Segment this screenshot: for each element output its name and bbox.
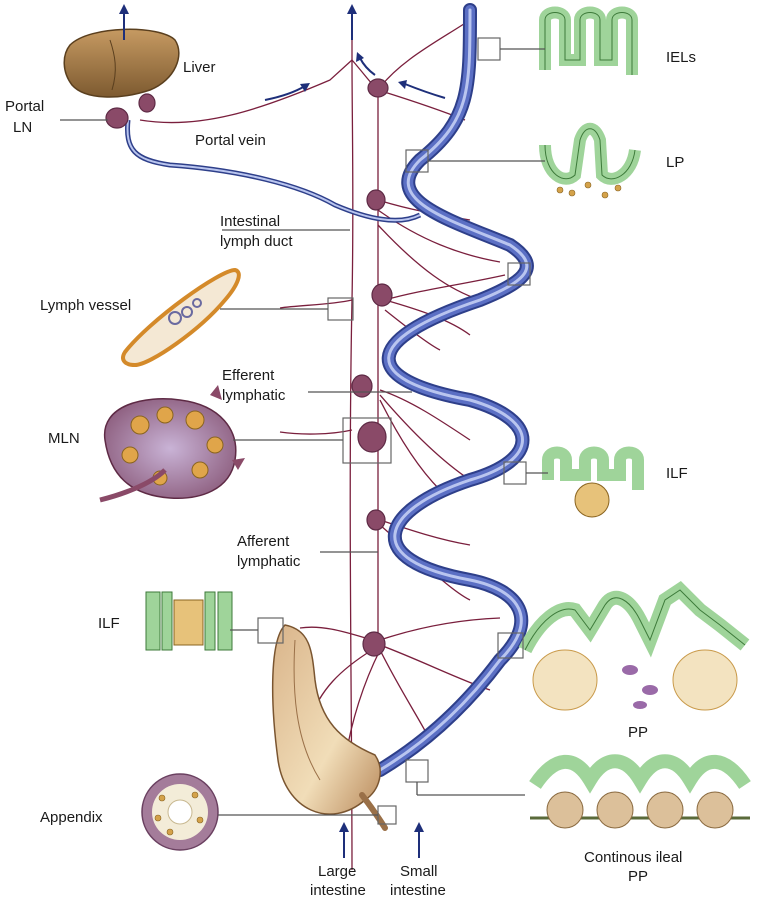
flow-arrows: [119, 4, 446, 858]
label-portal-vein: Portal vein: [195, 132, 266, 149]
label-iels: IELs: [666, 49, 696, 66]
label-large-intestine-1: Large: [318, 863, 356, 880]
label-pp: PP: [628, 724, 648, 741]
labels: Liver Portal LN Portal vein Intestinal l…: [5, 49, 696, 899]
portal-lymph-node-2: [138, 93, 156, 113]
label-portal-ln-2: LN: [13, 119, 32, 136]
label-mln: MLN: [48, 430, 80, 447]
ilf-right-illustration: [542, 446, 644, 518]
label-large-intestine-2: intestine: [310, 882, 366, 899]
lymph-vessel-illustration: [121, 267, 241, 368]
label-efferent-1: Efferent: [222, 367, 275, 384]
label-portal-ln-1: Portal: [5, 98, 44, 115]
callouts: [60, 37, 548, 825]
label-intestinal-duct-2: lymph duct: [220, 233, 293, 250]
mln-illustration: [99, 385, 245, 503]
portal-vein: [125, 119, 422, 223]
label-lymph-vessel: Lymph vessel: [40, 297, 131, 314]
continuous-pp-illustration: [529, 754, 751, 829]
label-intestinal-duct-1: Intestinal: [220, 213, 280, 230]
label-ilf-left: ILF: [98, 615, 120, 632]
small-intestine-tube: [373, 3, 534, 777]
iels-illustration: [539, 6, 638, 75]
label-efferent-2: lymphatic: [222, 387, 286, 404]
large-intestine: [271, 624, 388, 831]
label-afferent-1: Afferent: [237, 533, 290, 550]
pp-illustration: [518, 580, 750, 711]
ilf-left-illustration: [145, 591, 233, 651]
label-appendix: Appendix: [40, 809, 103, 826]
portal-lymph-node: [105, 107, 129, 129]
mesenteric-lymph-nodes: [351, 78, 393, 657]
label-small-intestine-1: Small: [400, 863, 438, 880]
appendix-illustration: [141, 773, 219, 851]
label-lp: LP: [666, 154, 684, 171]
label-continuous-pp-2: PP: [628, 868, 648, 885]
label-afferent-2: lymphatic: [237, 553, 301, 570]
label-small-intestine-2: intestine: [390, 882, 446, 899]
lp-illustration: [539, 122, 641, 199]
label-ilf-right: ILF: [666, 465, 688, 482]
label-liver: Liver: [183, 59, 216, 76]
liver: [63, 28, 180, 98]
label-continuous-pp-1: Continous ileal: [584, 849, 682, 866]
